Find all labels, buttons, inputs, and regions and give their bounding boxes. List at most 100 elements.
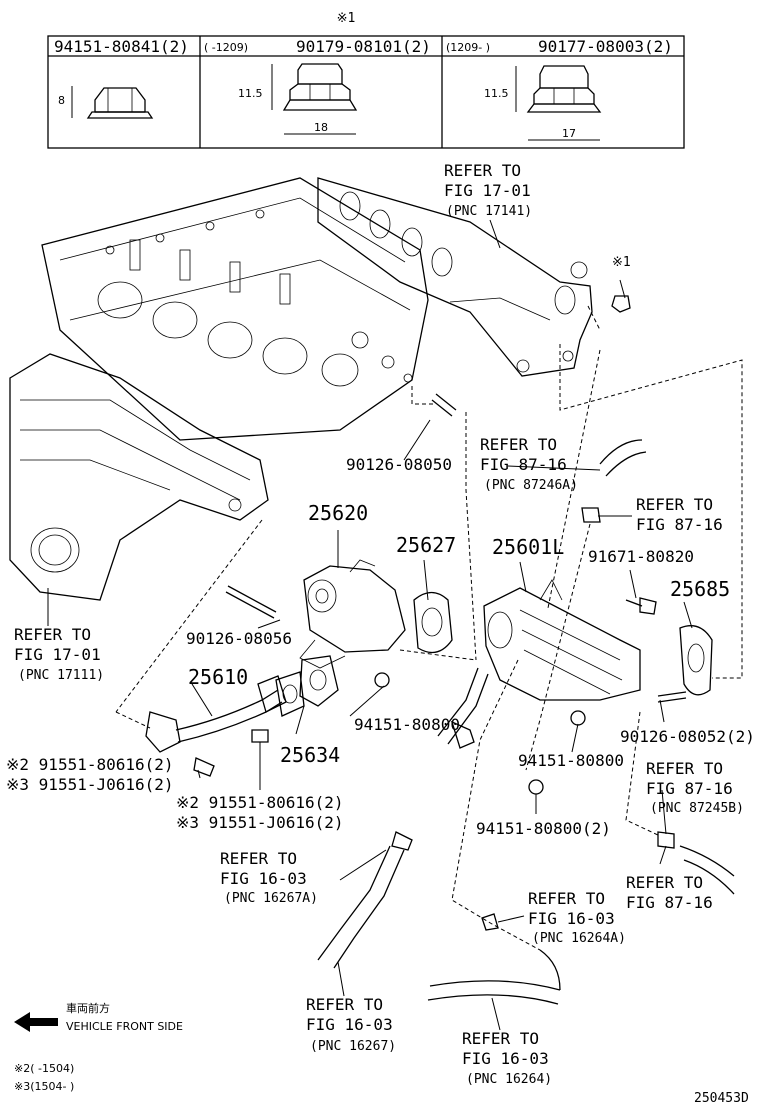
callout-refer-16264[interactable]: REFER TO FIG 16-03 (PNC 16264) [462, 1029, 552, 1087]
svg-text:(PNC 16267A): (PNC 16267A) [224, 891, 318, 906]
flange-nut-icon [282, 63, 358, 111]
gasket-25634-drawing [299, 655, 339, 707]
header-part-2: 90179-08101(2) [296, 37, 431, 56]
egr-pipe-drawing [145, 675, 287, 753]
header-range-2: ( -1209) [204, 41, 248, 54]
callout-refer-87-16-upper[interactable]: REFER TO FIG 87-16 [636, 495, 723, 534]
svg-text:REFER TO: REFER TO [528, 889, 605, 908]
nut-spec-table: ※1 94151-80841(2) ( -1209) 90179-08101(2… [47, 11, 685, 149]
note-3: ※3(1504- ) [14, 1080, 74, 1093]
exhaust-manifold-drawing [317, 177, 631, 377]
mark-1-label: ※1 [612, 255, 631, 270]
callout-refer-16264a[interactable]: REFER TO FIG 16-03 (PNC 16264A) [528, 889, 626, 946]
vehicle-front-arrow-icon [14, 1012, 58, 1032]
dim-height-2: 11.5 [238, 87, 263, 100]
svg-text:(PNC 17141): (PNC 17141) [446, 204, 532, 219]
svg-text:※3 91551-J0616(2): ※3 91551-J0616(2) [6, 775, 174, 794]
svg-text:FIG 16-03: FIG 16-03 [462, 1049, 549, 1068]
bolt-icon [193, 757, 215, 777]
bolt-icon [625, 597, 657, 615]
callout-refer-16267a[interactable]: REFER TO FIG 16-03 (PNC 16267A) [220, 849, 318, 906]
svg-text:FIG 16-03: FIG 16-03 [220, 869, 307, 888]
part-90126-08052[interactable]: 90126-08052(2) [620, 727, 755, 746]
part-25634[interactable]: 25634 [280, 743, 340, 767]
cylinder-head-drawing [41, 177, 429, 441]
part-25620[interactable]: 25620 [308, 501, 368, 525]
part-94151-80800-mid[interactable]: 94151-80800 [518, 751, 624, 770]
svg-text:REFER TO: REFER TO [444, 161, 521, 180]
hose-drawing [317, 439, 735, 1005]
svg-text:REFER TO: REFER TO [14, 625, 91, 644]
stud-bolt-icon [431, 393, 457, 417]
callout-refer-17141[interactable]: REFER TO FIG 17-01 (PNC 17141) [444, 161, 532, 219]
dim-height-3: 11.5 [484, 87, 509, 100]
bolt-icon [251, 729, 269, 790]
svg-text:FIG 87-16: FIG 87-16 [636, 515, 723, 534]
part-25601l[interactable]: 25601L [492, 535, 564, 559]
svg-text:REFER TO: REFER TO [626, 873, 703, 892]
svg-text:FIG 87-16: FIG 87-16 [626, 893, 713, 912]
vehicle-front-en: VEHICLE FRONT SIDE [66, 1020, 183, 1033]
svg-text:(PNC 16264): (PNC 16264) [466, 1072, 552, 1087]
dim-width-3: 17 [562, 127, 576, 140]
svg-text:(PNC 16267): (PNC 16267) [310, 1039, 396, 1054]
svg-text:※3 91551-J0616(2): ※3 91551-J0616(2) [176, 813, 344, 832]
flange-nut-icon [86, 87, 154, 119]
svg-text:FIG 87-16: FIG 87-16 [480, 455, 567, 474]
svg-text:FIG 17-01: FIG 17-01 [444, 181, 531, 200]
note-mark-1: ※1 [337, 11, 356, 26]
svg-text:REFER TO: REFER TO [646, 759, 723, 778]
part-90126-08050[interactable]: 90126-08050 [346, 455, 452, 474]
part-90126-08056[interactable]: 90126-08056 [186, 629, 292, 648]
stud-bolt-icon [225, 585, 277, 619]
svg-text:※2 91551-80616(2): ※2 91551-80616(2) [176, 793, 344, 812]
svg-text:FIG 17-01: FIG 17-01 [14, 645, 101, 664]
dim-width-2: 18 [314, 121, 328, 134]
svg-text:REFER TO: REFER TO [636, 495, 713, 514]
dim-height-1: 8 [58, 94, 65, 107]
part-25610[interactable]: 25610 [188, 665, 248, 689]
callout-refer-87246a[interactable]: REFER TO FIG 87-16 (PNC 87246A) [480, 435, 578, 493]
egr-valve-drawing [299, 559, 406, 669]
bolt-mid-labels[interactable]: ※2 91551-80616(2) ※3 91551-J0616(2) [176, 793, 344, 832]
stud-bolt-icon [657, 691, 687, 703]
diagram-id: 250453D [694, 1091, 749, 1106]
callout-refer-16267[interactable]: REFER TO FIG 16-03 (PNC 16267) [306, 995, 396, 1054]
nut-icon [570, 710, 586, 726]
bolt-left-labels[interactable]: ※2 91551-80616(2) ※3 91551-J0616(2) [6, 755, 174, 794]
nut-icon [528, 779, 544, 795]
svg-text:※2 91551-80616(2): ※2 91551-80616(2) [6, 755, 174, 774]
part-91671-80820[interactable]: 91671-80820 [588, 547, 694, 566]
svg-text:(PNC 16264A): (PNC 16264A) [532, 931, 626, 946]
header-range-3: (1209- ) [446, 41, 490, 54]
part-25685[interactable]: 25685 [670, 577, 730, 601]
dashed-guides [115, 305, 743, 951]
svg-text:FIG 16-03: FIG 16-03 [528, 909, 615, 928]
nut-icon [374, 672, 390, 688]
svg-text:FIG 87-16: FIG 87-16 [646, 779, 733, 798]
svg-text:(PNC 87246A): (PNC 87246A) [484, 478, 578, 493]
intake-manifold-drawing [9, 353, 269, 601]
part-25627[interactable]: 25627 [396, 533, 456, 557]
gasket-25627-drawing [413, 591, 453, 654]
callout-refer-17111[interactable]: REFER TO FIG 17-01 (PNC 17111) [14, 625, 104, 683]
callout-refer-87-16-lower[interactable]: REFER TO FIG 87-16 [626, 873, 713, 912]
part-94151-80800-lower[interactable]: 94151-80800(2) [476, 819, 611, 838]
note-2: ※2( -1504) [14, 1062, 74, 1075]
egr-cooler-drawing [483, 579, 641, 701]
part-94151-80800-upper[interactable]: 94151-80800 [354, 715, 460, 734]
vehicle-front-jp: 車両前方 [66, 1001, 110, 1015]
callout-refer-87245b[interactable]: REFER TO FIG 87-16 (PNC 87245B) [646, 759, 744, 816]
svg-text:REFER TO: REFER TO [462, 1029, 539, 1048]
flange-nut-icon [526, 65, 602, 113]
svg-text:(PNC 87245B): (PNC 87245B) [650, 801, 744, 816]
svg-text:(PNC 17111): (PNC 17111) [18, 668, 104, 683]
svg-text:FIG 16-03: FIG 16-03 [306, 1015, 393, 1034]
header-part-1: 94151-80841(2) [54, 37, 189, 56]
gasket-25685-drawing [679, 625, 713, 696]
header-part-3: 90177-08003(2) [538, 37, 673, 56]
svg-text:REFER TO: REFER TO [306, 995, 383, 1014]
svg-text:REFER TO: REFER TO [220, 849, 297, 868]
svg-text:REFER TO: REFER TO [480, 435, 557, 454]
